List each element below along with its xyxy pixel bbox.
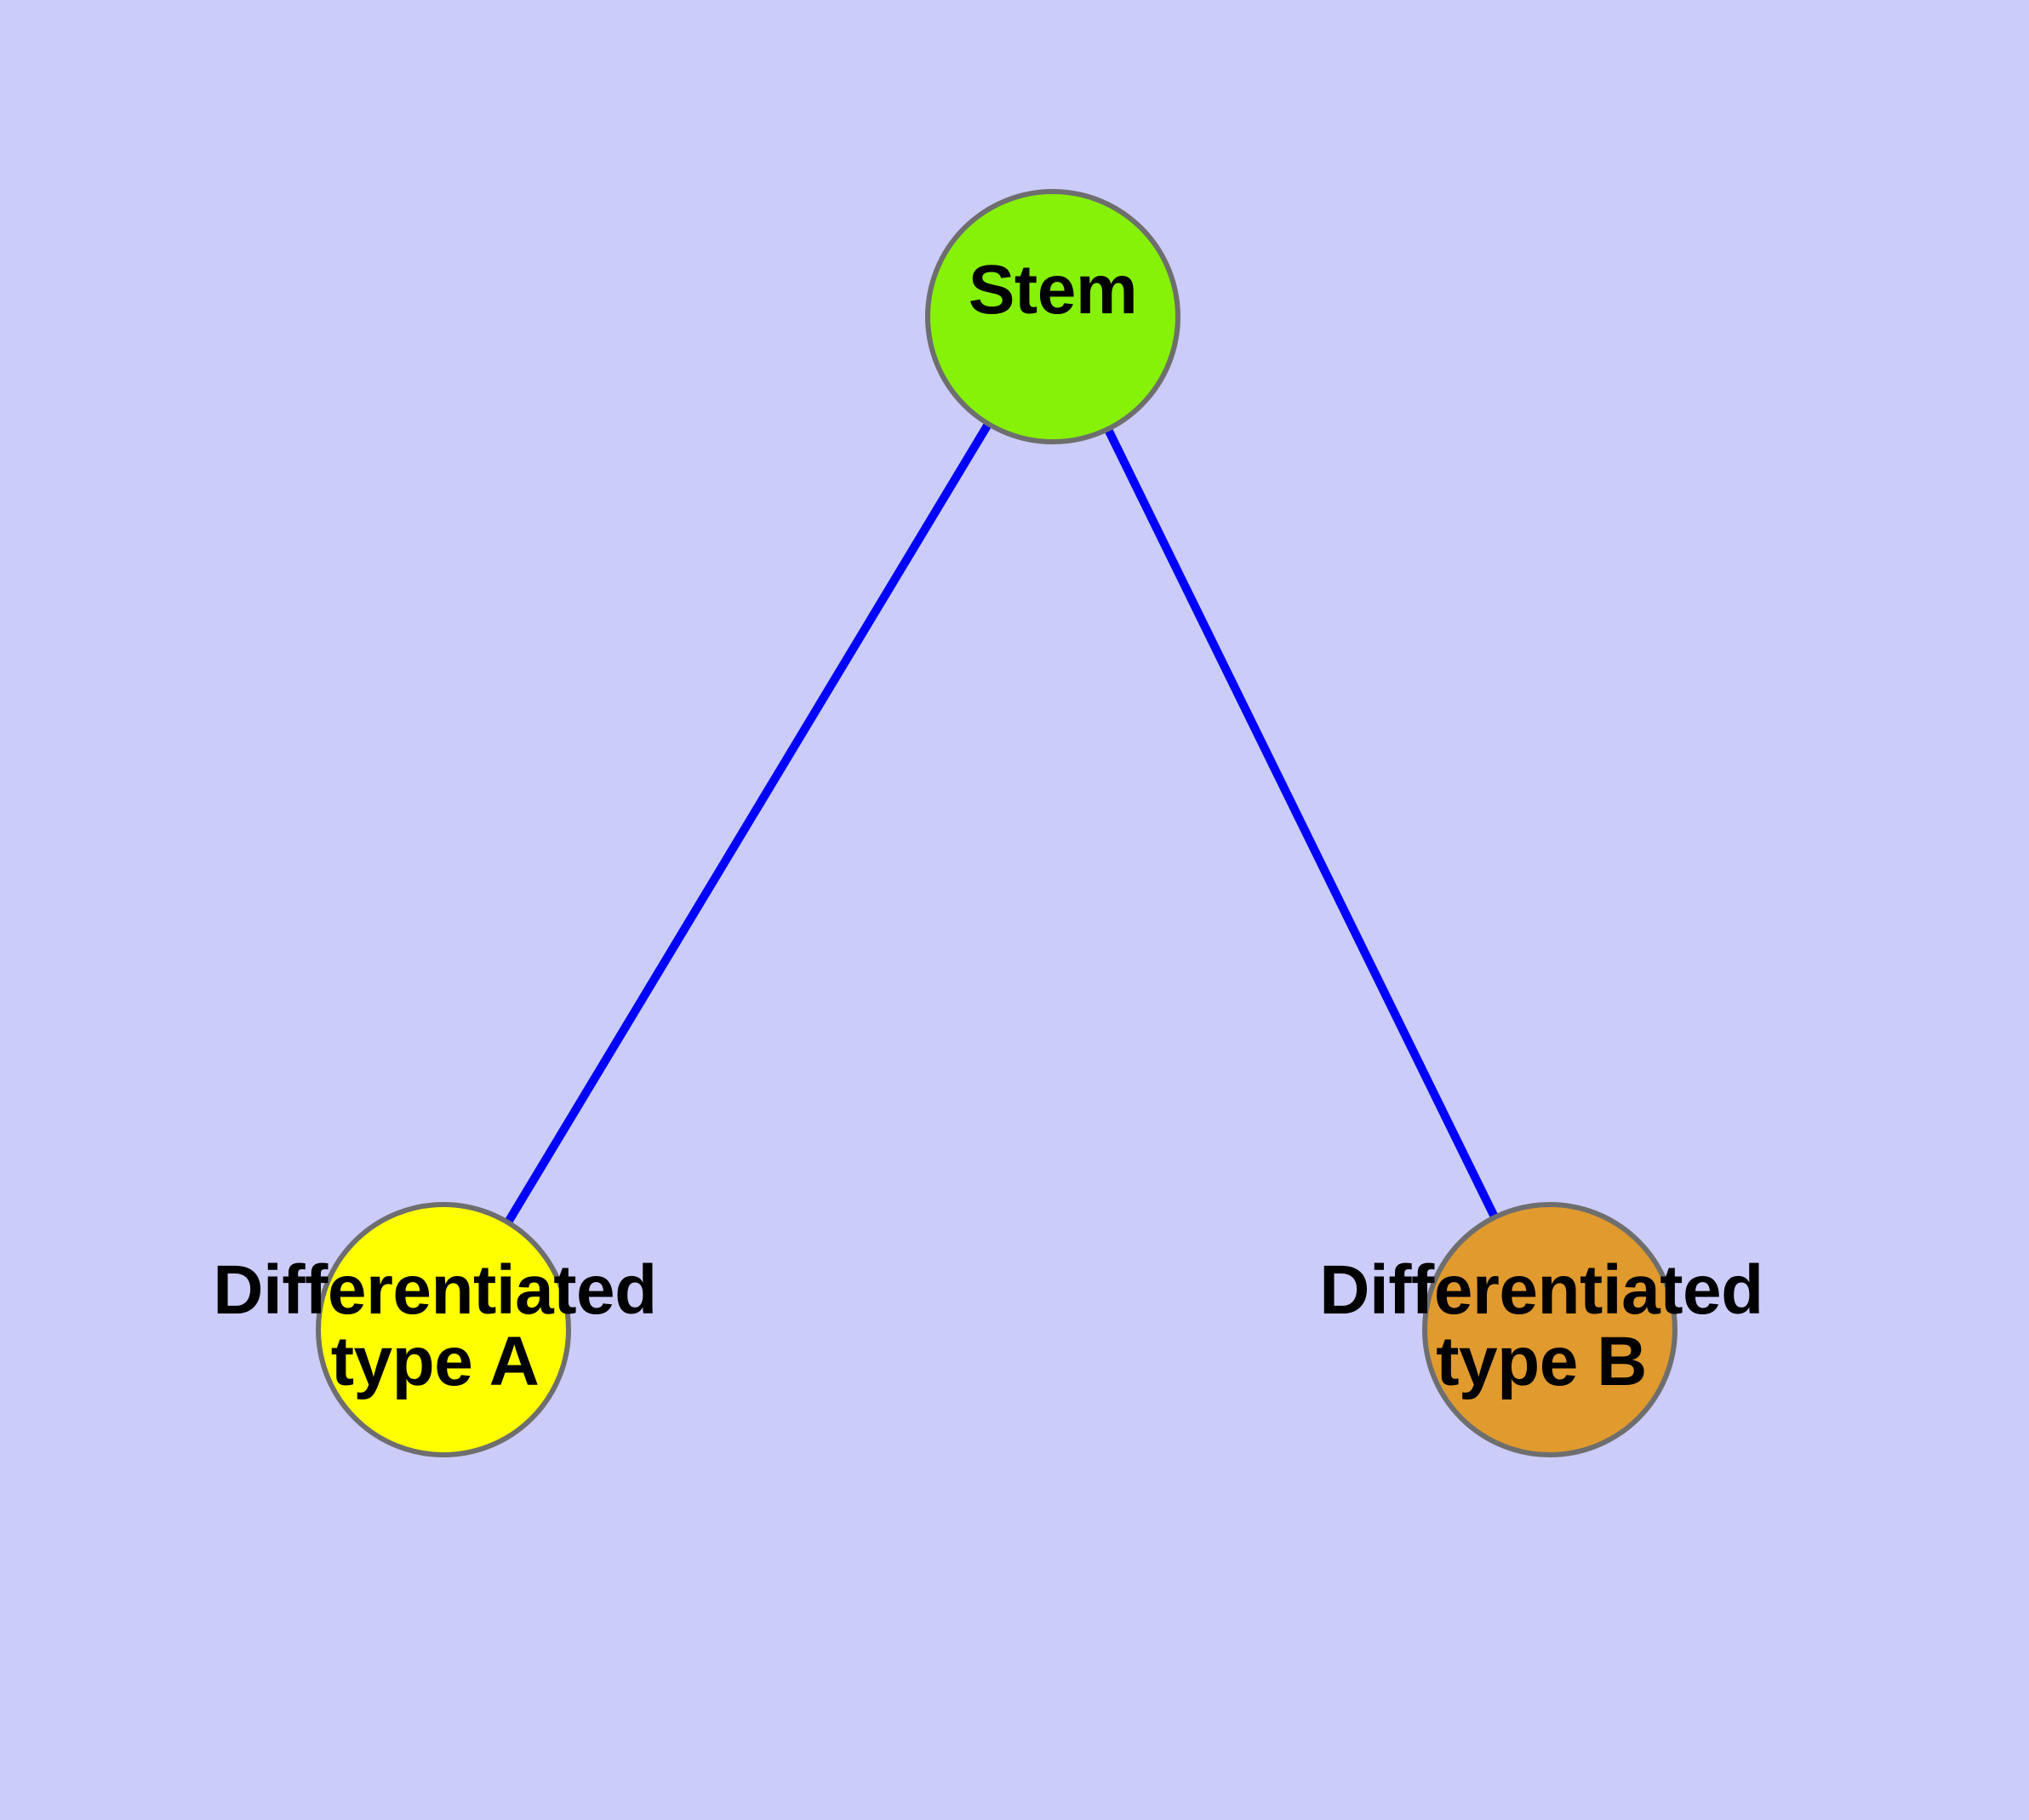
edge-stem-to-differentiated-type-a: [439, 314, 1057, 1332]
graph-edges: [439, 314, 1554, 1332]
graph-nodes: [316, 189, 1677, 1457]
node-stem[interactable]: [925, 189, 1180, 444]
edge-stem-to-differentiated-type-b: [1049, 314, 1554, 1332]
node-differentiated-type-b[interactable]: [1422, 1202, 1677, 1457]
node-differentiated-type-a[interactable]: [316, 1202, 571, 1457]
